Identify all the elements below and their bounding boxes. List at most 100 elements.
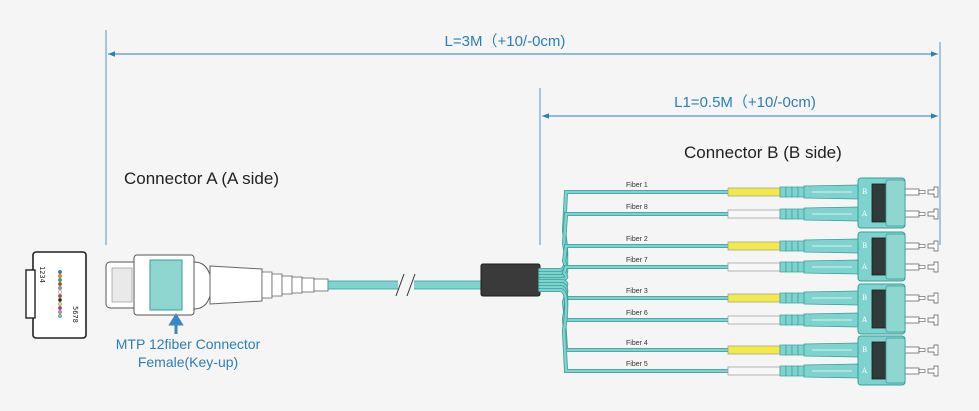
fiber-tube-outline xyxy=(538,288,730,374)
lc-boot-rib xyxy=(779,365,787,377)
duplex-clip-latch xyxy=(871,237,887,276)
lc-color-boot xyxy=(727,293,781,303)
pin-label-right: 5678 xyxy=(71,306,79,323)
fiber-pin-dot xyxy=(58,310,62,314)
fiber-tube xyxy=(538,288,730,373)
fiber-label: Fiber 7 xyxy=(626,257,648,264)
mtp-connector xyxy=(105,254,329,334)
duplex-clip-latch xyxy=(871,289,887,329)
mtp-boot xyxy=(209,265,263,305)
duplex-mark-b: B xyxy=(862,294,867,302)
fiber-label: Fiber 1 xyxy=(626,182,648,189)
lc-boot-rib xyxy=(791,344,799,356)
dimension-breakout: L1=0.5M（+10/-0cm) xyxy=(539,88,938,245)
dust-cap-icon xyxy=(927,240,939,252)
duplex-mark-b: B xyxy=(862,346,867,354)
fiber-label: Fiber 4 xyxy=(626,340,648,347)
lc-duplex-clip: BA xyxy=(857,283,906,335)
dust-cap-icon xyxy=(927,261,939,273)
fiber-pin-dot xyxy=(58,294,62,298)
fiber-tube-outline xyxy=(538,212,730,275)
lc-boot-rib xyxy=(779,186,787,198)
lc-color-boot xyxy=(727,209,781,219)
duplex-mark-b: B xyxy=(862,188,867,196)
dust-cap-icon xyxy=(927,344,939,356)
dust-cap-icon xyxy=(927,208,939,220)
lc-color-boot xyxy=(727,366,781,376)
breakout-furcation xyxy=(480,263,541,297)
dim-breakout-label: L1=0.5M（+10/-0cm) xyxy=(674,94,816,111)
lc-boot-rib xyxy=(785,261,793,273)
lc-ferrule xyxy=(904,210,920,218)
lc-boot-rib xyxy=(779,292,787,304)
fiber-pin-dot xyxy=(58,302,62,306)
lc-ferrule xyxy=(904,242,920,250)
fiber-pin-row xyxy=(58,270,62,318)
lc-boot-rib xyxy=(779,208,787,220)
fiber-label: Fiber 3 xyxy=(626,288,648,295)
fiber-label: Fiber 8 xyxy=(626,204,648,211)
lc-boot-rib xyxy=(797,240,805,252)
mtp-end-face: 1234 5678 xyxy=(25,251,87,339)
dust-cap-icon xyxy=(927,186,939,198)
lc-boot-rib xyxy=(797,292,805,304)
lc-boot-rib xyxy=(791,292,799,304)
fiber-pin-dot xyxy=(58,286,62,290)
connector-b-title: Connector B (B side) xyxy=(684,143,842,162)
mtp-caption-line2: Female(Key-up) xyxy=(138,354,238,370)
lc-boot-rib xyxy=(785,344,793,356)
cable-break-mark xyxy=(395,273,405,297)
lc-color-boot xyxy=(727,315,781,325)
dust-cap-icon xyxy=(927,314,939,326)
fiber-pin-dot xyxy=(58,314,62,318)
lc-boot-rib xyxy=(797,314,805,326)
lc-boot-rib xyxy=(785,365,793,377)
fiber-leg: Fiber 7 xyxy=(538,257,939,281)
lc-duplex-clip: BA xyxy=(857,231,906,282)
fiber-tube xyxy=(538,212,730,275)
lc-boot-rib xyxy=(791,208,799,220)
connector-a-title: Connector A (A side) xyxy=(124,169,279,188)
lc-duplex-clip: BA xyxy=(857,177,906,229)
lc-boot-rib xyxy=(797,261,805,273)
lc-boot-rib xyxy=(785,208,793,220)
lc-boot-rib xyxy=(791,261,799,273)
lc-boot-rib xyxy=(791,240,799,252)
lc-ferrule xyxy=(904,188,920,196)
fiber-pin-dot xyxy=(58,274,62,278)
lc-boot-rib xyxy=(785,314,793,326)
lc-color-boot xyxy=(727,187,781,197)
fiber-pin-dot xyxy=(58,306,62,310)
fiber-pin-dot xyxy=(58,270,62,274)
lc-boot-rib xyxy=(785,240,793,252)
lc-duplex-clip: BA xyxy=(857,335,906,386)
fiber-tube xyxy=(538,265,730,281)
lc-color-boot xyxy=(727,241,781,251)
duplex-clip-latch xyxy=(871,183,887,223)
lc-boot-rib xyxy=(791,365,799,377)
lc-boot-rib xyxy=(779,314,787,326)
fiber-label: Fiber 5 xyxy=(626,361,648,368)
dim-total-label: L=3M（+10/-0cm) xyxy=(445,33,566,50)
lc-boot-rib xyxy=(797,365,805,377)
lc-ferrule xyxy=(904,294,920,302)
lc-boot-rib xyxy=(779,344,787,356)
lc-boot-rib xyxy=(797,208,805,220)
fiber-label: Fiber 6 xyxy=(626,310,648,317)
dust-cap-icon xyxy=(927,292,939,304)
lc-boot-rib xyxy=(779,261,787,273)
lc-ferrule xyxy=(904,263,920,271)
fiber-pin-dot xyxy=(58,282,62,286)
pin-label-left: 1234 xyxy=(38,266,46,283)
trunk-cable xyxy=(327,273,482,297)
lc-color-boot xyxy=(727,345,781,355)
duplex-mark-a: A xyxy=(861,263,868,271)
lc-color-boot xyxy=(727,262,781,272)
lc-boot-rib xyxy=(785,186,793,198)
mtp-strain-relief xyxy=(261,271,329,299)
duplex-mark-a: A xyxy=(861,316,868,324)
lc-ferrule xyxy=(904,316,920,324)
duplex-mark-a: A xyxy=(861,367,868,375)
